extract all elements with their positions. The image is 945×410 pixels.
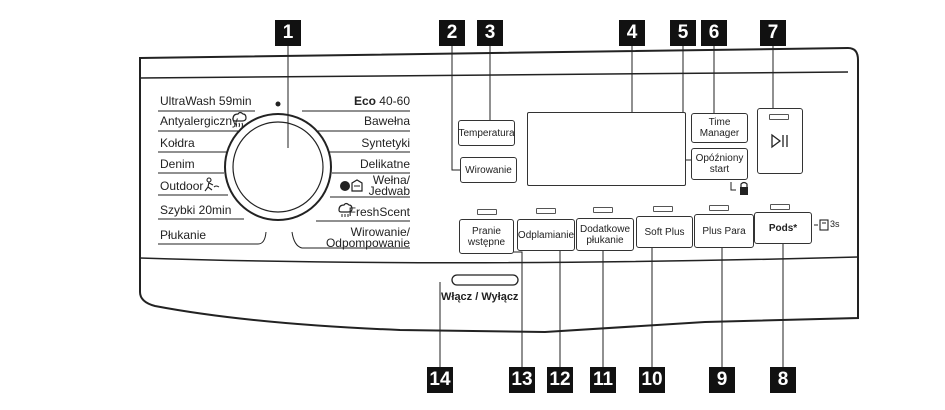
- pods-button[interactable]: Pods*: [754, 212, 812, 244]
- callout-2: 2: [439, 20, 465, 46]
- pods-hold-icon: [814, 219, 829, 231]
- pods-led: [770, 204, 790, 210]
- program-outdoor: Outdoor: [160, 179, 204, 193]
- prewash-led: [477, 209, 497, 215]
- callout-3: 3: [477, 20, 503, 46]
- plus-steam-button[interactable]: Plus Para: [694, 214, 754, 248]
- display-screen: [527, 112, 686, 186]
- program-eco: Eco 40-60: [353, 94, 410, 108]
- callout-5: 5: [670, 20, 696, 46]
- program-ultrawash: UltraWash 59min: [160, 94, 252, 108]
- freshscent-icon: [338, 202, 353, 217]
- spin-button[interactable]: Wirowanie: [460, 157, 517, 183]
- program-freshscent: FreshScent: [348, 205, 410, 219]
- stain-removal-button[interactable]: Odplamianie: [517, 219, 575, 251]
- allergy-steam-icon: [232, 111, 247, 128]
- program-wirowanie-odpompowanie: Wirowanie/Odpompowanie: [325, 225, 410, 250]
- soft-plus-led: [653, 206, 673, 212]
- callout-10: 10: [639, 367, 665, 393]
- program-antyalergiczny: Antyalergiczny: [160, 114, 239, 128]
- program-koldra: Kołdra: [160, 136, 195, 150]
- callout-6: 6: [701, 20, 727, 46]
- start-pause-icon: [771, 133, 788, 149]
- plus-steam-led: [709, 205, 729, 211]
- program-welna: Wełna/Jedwab: [368, 173, 410, 198]
- start-pause-led: [769, 114, 789, 120]
- program-delikatne: Delikatne: [359, 157, 410, 171]
- program-bawelna: Bawełna: [363, 114, 410, 128]
- power-button-label: Włącz / Wyłącz: [441, 291, 519, 303]
- program-denim: Denim: [160, 157, 195, 171]
- pods-hold-time: 3s: [830, 219, 840, 229]
- program-plukanie: Płukanie: [160, 228, 207, 242]
- program-syntetyki: Syntetyki: [361, 136, 410, 150]
- callout-9: 9: [709, 367, 735, 393]
- extra-rinse-led: [593, 207, 613, 213]
- callout-11: 11: [590, 367, 616, 393]
- soft-plus-button[interactable]: Soft Plus: [636, 216, 693, 248]
- stain-led: [536, 208, 556, 214]
- child-lock-icon: [730, 181, 748, 195]
- callout-13: 13: [509, 367, 535, 393]
- temperature-button[interactable]: Temperatura: [458, 120, 515, 146]
- wool-icon: [340, 179, 363, 192]
- outdoor-icon: [204, 177, 220, 192]
- callout-8: 8: [770, 367, 796, 393]
- callout-4: 4: [619, 20, 645, 46]
- program-szybki: Szybki 20min: [160, 203, 232, 217]
- callout-12: 12: [547, 367, 573, 393]
- power-button[interactable]: [452, 275, 518, 285]
- callout-1: 1: [275, 20, 301, 46]
- callout-7: 7: [760, 20, 786, 46]
- callout-14: 14: [427, 367, 453, 393]
